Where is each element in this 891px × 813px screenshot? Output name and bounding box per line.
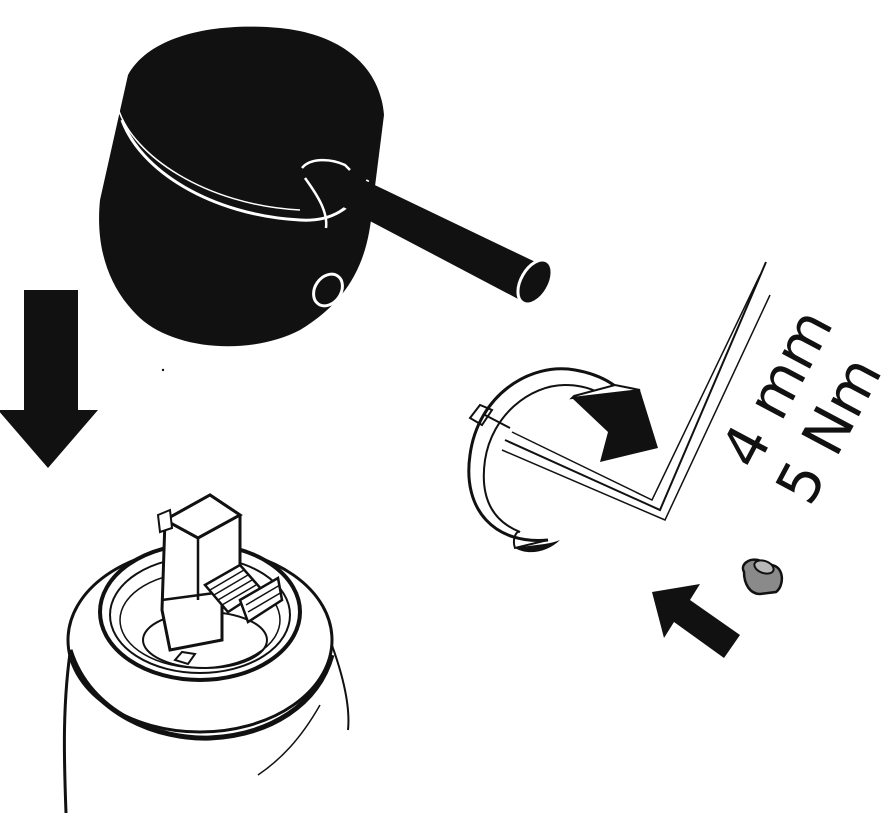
- rotation-ring-inner-edge: [512, 530, 549, 550]
- rotation-arrowhead: [572, 390, 658, 462]
- allen-key-long-arm-3: [501, 294, 771, 521]
- allen-key-long-arm: [504, 261, 767, 512]
- rotation-ring-back: [482, 383, 619, 533]
- speck: [161, 368, 165, 372]
- handle-cap-body: [99, 26, 385, 347]
- allen-key-long-arm-2: [511, 274, 761, 502]
- valve-spindle-tab: [156, 508, 174, 534]
- handle-lever-collar: [301, 158, 351, 229]
- down-arrow-icon: [0, 290, 98, 468]
- handle-lever-arm: [303, 163, 548, 300]
- valve-spindle-top: [161, 493, 243, 540]
- valve-cylinder-right-edge: [329, 639, 350, 731]
- valve-splined-gear: [203, 563, 284, 624]
- allen-key-short-arm: [484, 414, 511, 429]
- mixer-handle: [99, 26, 554, 347]
- handle-screw-hole: [312, 272, 344, 308]
- valve-cylinder-left-edge: [62, 639, 74, 813]
- valve-cylinder-shadow-line: [257, 704, 321, 776]
- valve-sleeve-lower-band: [67, 649, 335, 741]
- rotate-clockwise-icon: [467, 367, 658, 553]
- insert-arrow-icon: [652, 584, 740, 658]
- handle-lever-end: [516, 258, 554, 306]
- rotation-ring-front: [467, 367, 634, 542]
- valve-body: [62, 493, 350, 813]
- grub-screw: [741, 558, 784, 596]
- valve-bottom-notch: [173, 650, 197, 666]
- handle-rim-seam-2: [117, 107, 301, 211]
- rotation-ring-shade: [515, 540, 560, 553]
- rotation-arrow-band: [569, 383, 641, 400]
